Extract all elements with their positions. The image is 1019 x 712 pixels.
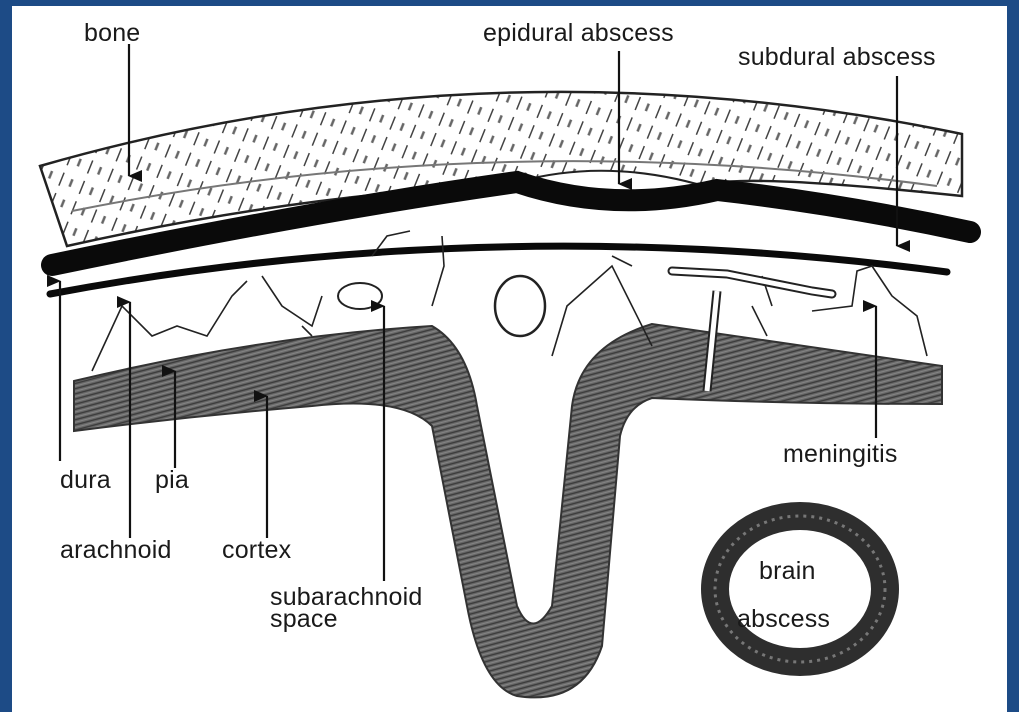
cortex-label: cortex <box>222 537 291 563</box>
epidural-abscess-label: epidural abscess <box>483 20 674 46</box>
brain-label: brain <box>759 558 816 584</box>
bone-label: bone <box>84 20 140 46</box>
dura-label: dura <box>60 467 111 493</box>
pia-label: pia <box>155 467 189 493</box>
round-cyst <box>495 276 545 336</box>
abscess-label: abscess <box>737 606 830 632</box>
bone-layer <box>40 92 962 246</box>
small-cyst <box>338 283 382 309</box>
arachnoid-label: arachnoid <box>60 537 172 563</box>
meninges-illustration <box>12 6 1007 712</box>
diagram-canvas: bone epidural abscess subdural abscess d… <box>12 6 1007 712</box>
space-label: space <box>270 606 338 632</box>
subdural-abscess-label: subdural abscess <box>738 44 936 70</box>
meningitis-label: meningitis <box>783 441 898 467</box>
